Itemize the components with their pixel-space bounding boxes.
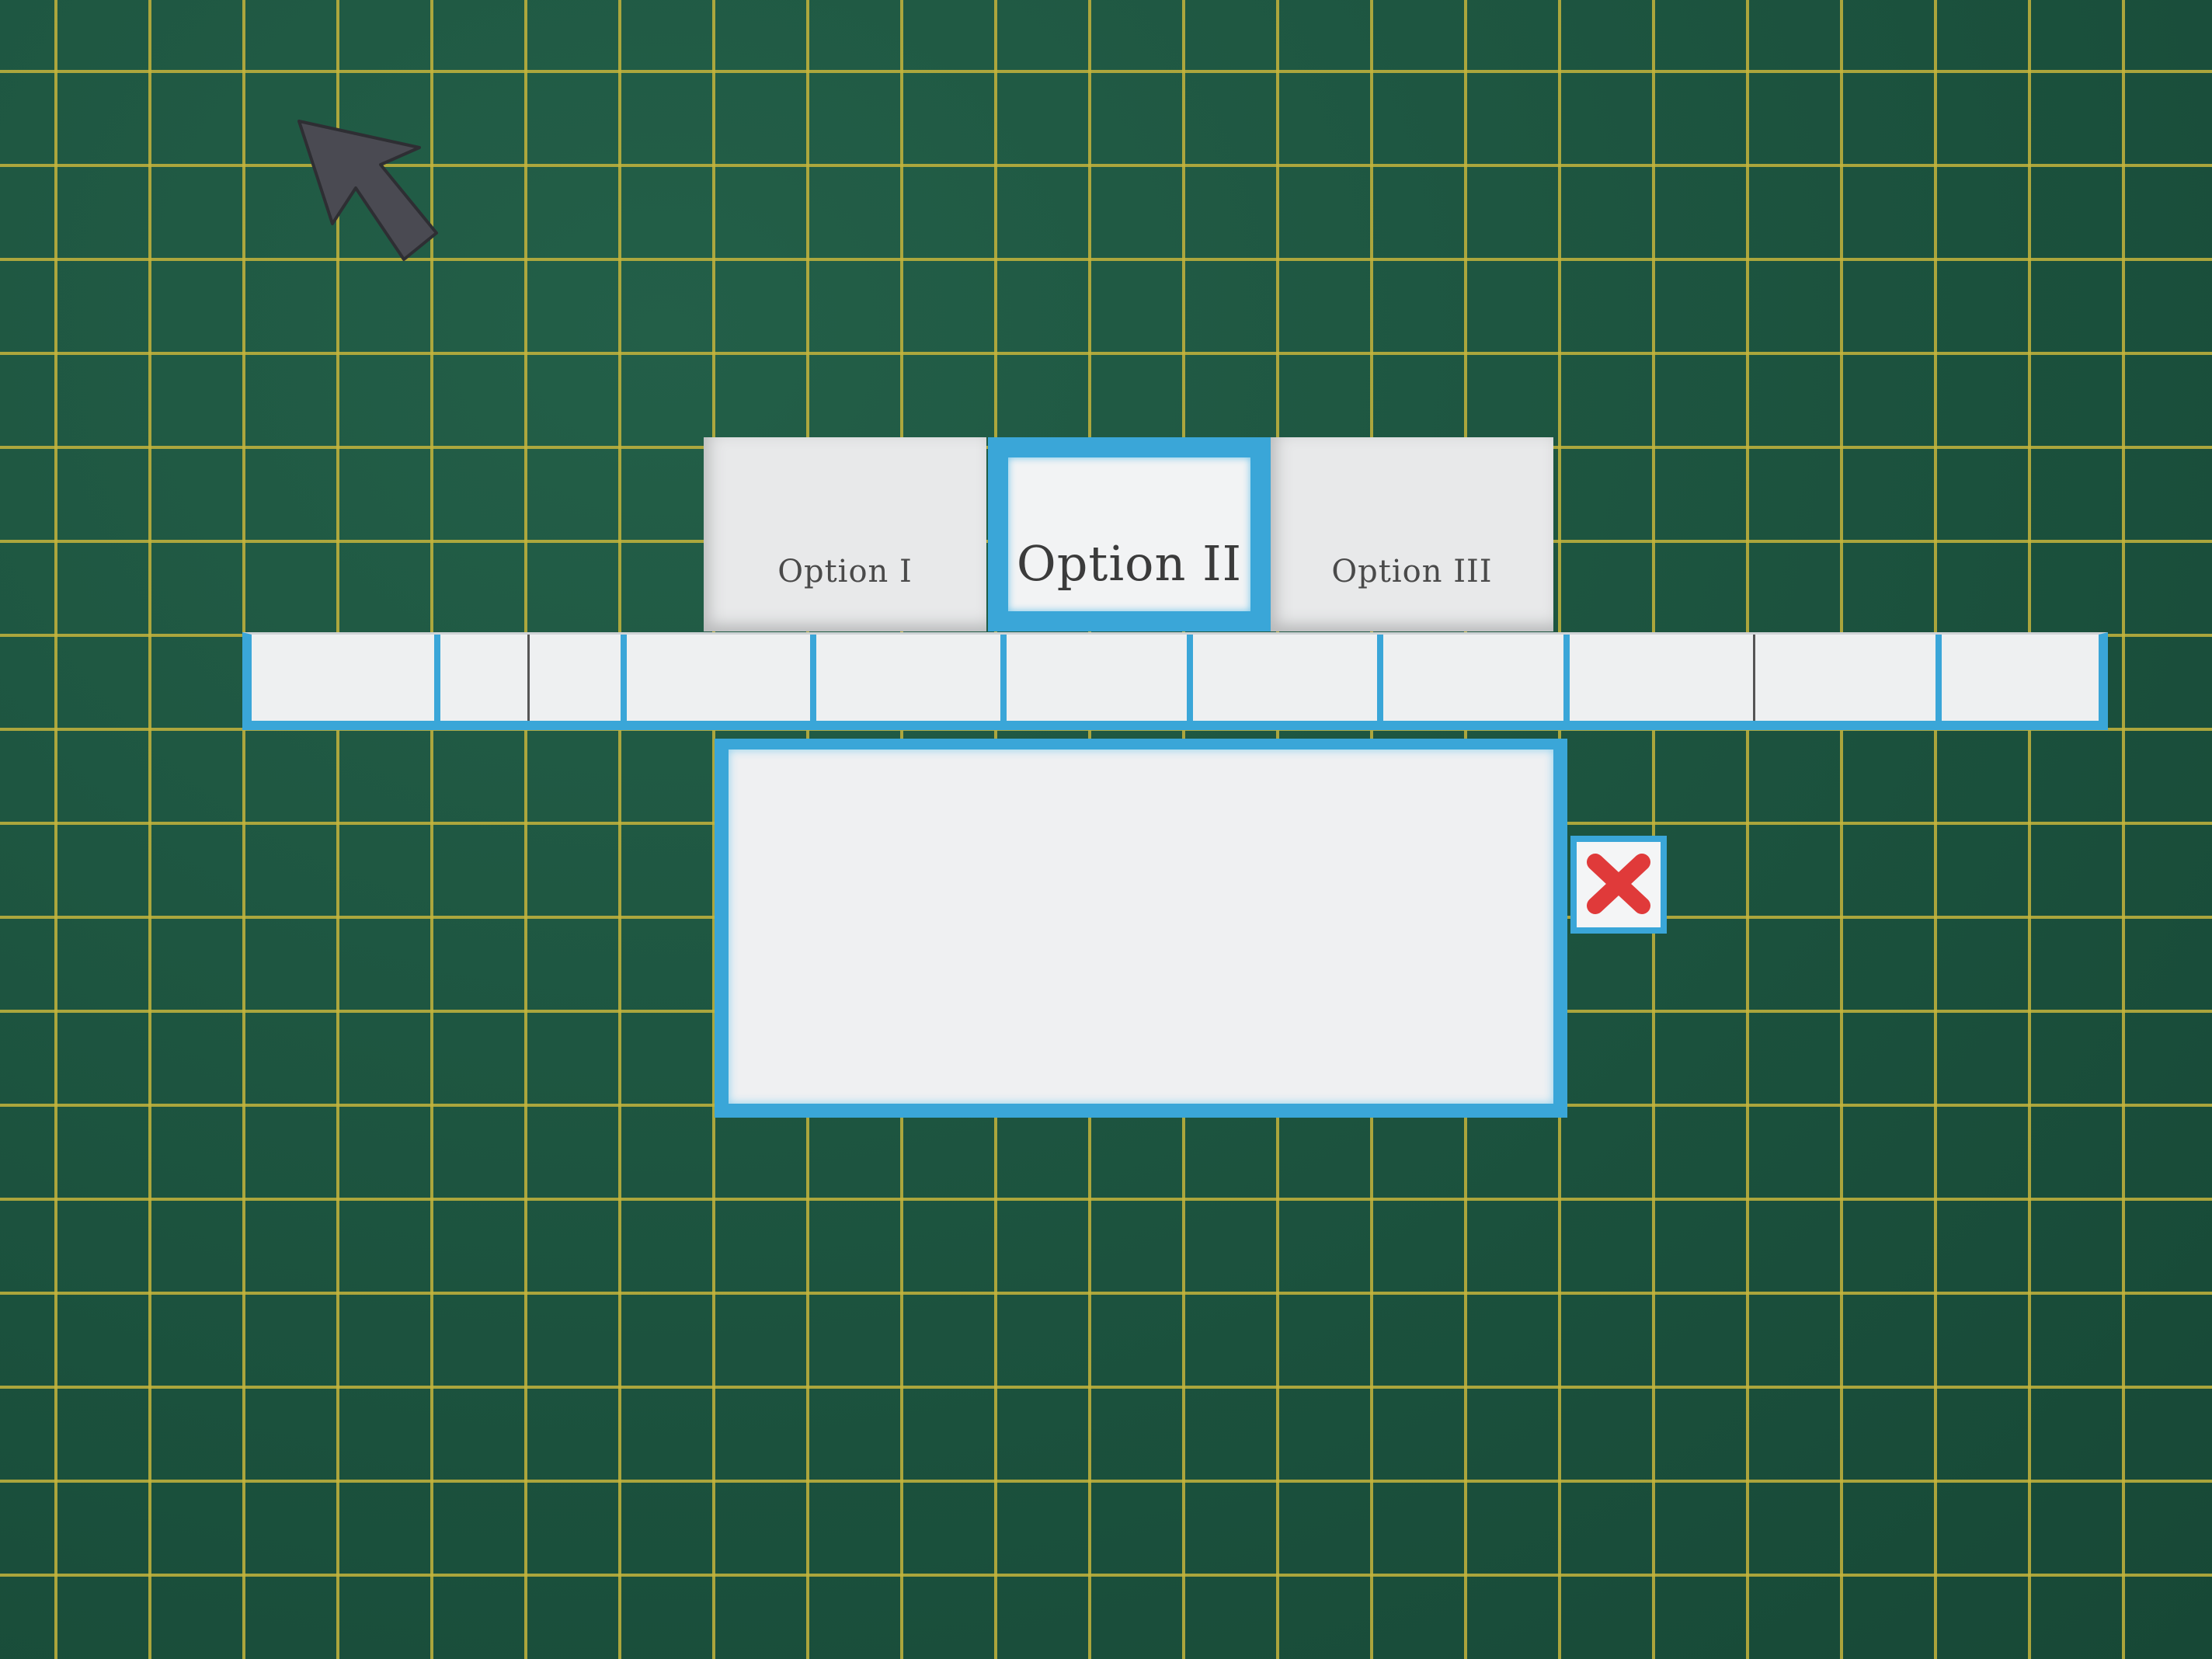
toolbar-cell[interactable] [620, 635, 811, 721]
toolbar-cell[interactable] [527, 635, 621, 721]
tab-option-iii-label: Option III [1331, 554, 1493, 590]
tab-option-i-label: Option I [777, 554, 913, 590]
tab-option-ii-label: Option II [1016, 535, 1243, 592]
toolbar-cell[interactable] [1936, 635, 2099, 721]
toolbar-cell[interactable] [810, 635, 1001, 721]
toolbar-cell[interactable] [252, 635, 434, 721]
tab-option-ii[interactable]: Option II [988, 437, 1271, 631]
tab-option-i[interactable]: Option I [704, 437, 986, 631]
toolbar-cell[interactable] [1187, 635, 1377, 721]
tab-bar: Option I Option II Option III [704, 437, 1553, 631]
toolbar-cell[interactable] [1753, 635, 1936, 721]
arrow-cursor-icon [287, 117, 450, 264]
close-x-icon [1587, 854, 1650, 914]
tab-option-iii[interactable]: Option III [1271, 437, 1553, 631]
toolbar-cell[interactable] [433, 635, 527, 721]
toolbar-cell[interactable] [1376, 635, 1563, 721]
close-button[interactable] [1570, 836, 1667, 934]
toolbar-cell[interactable] [1563, 635, 1754, 721]
content-panel [715, 739, 1567, 1118]
toolbar-cell[interactable] [1000, 635, 1187, 721]
toolbar-strip [242, 632, 2108, 730]
